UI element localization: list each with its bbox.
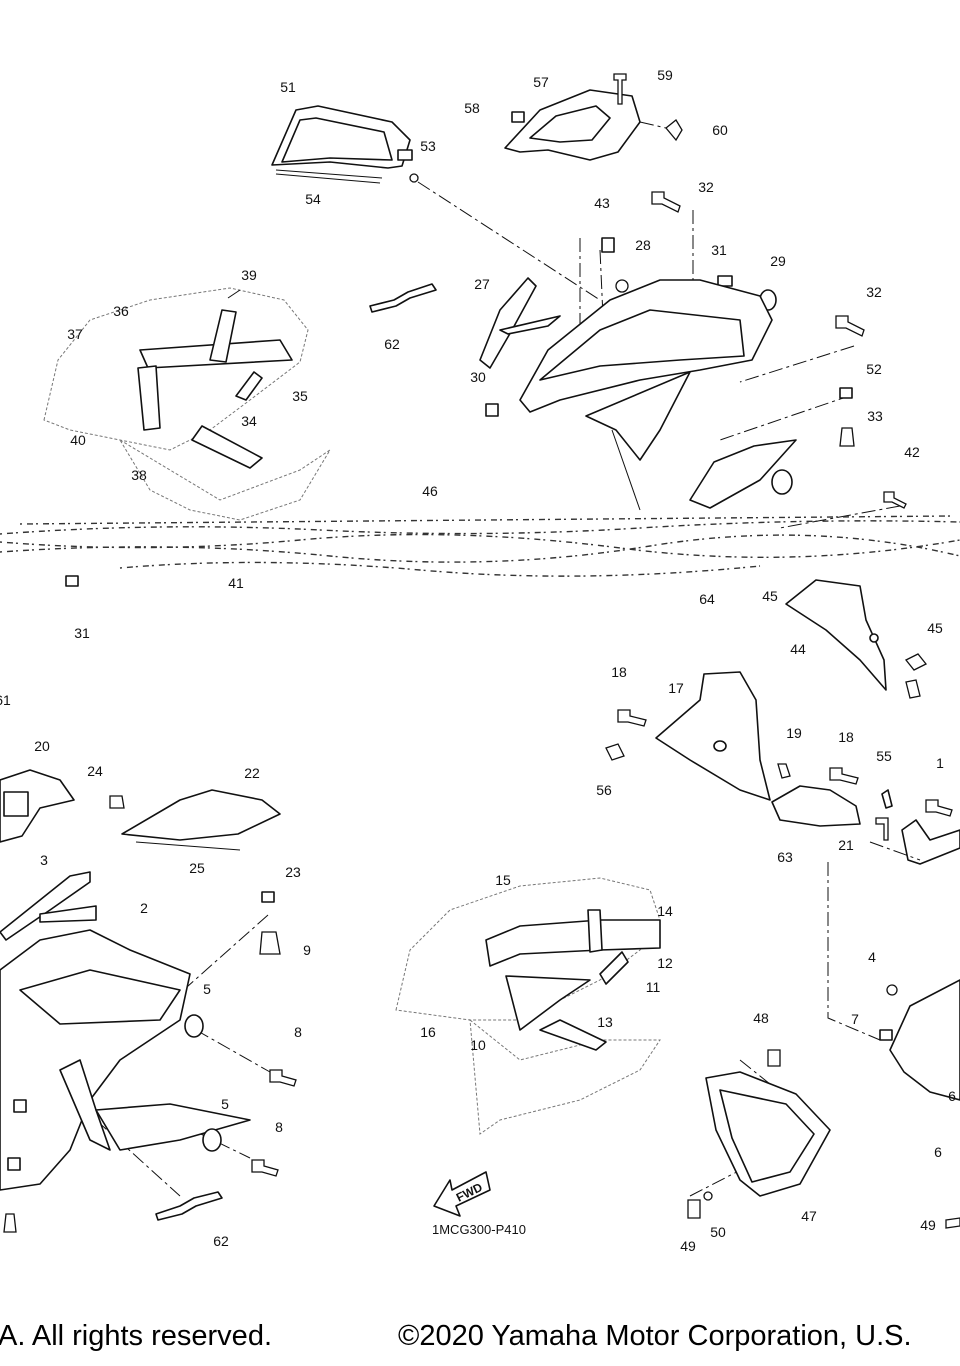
main-side-cowling bbox=[0, 929, 297, 1233]
callout-46: 46 bbox=[422, 483, 438, 499]
callout-5: 5 bbox=[221, 1096, 229, 1112]
callout-42: 42 bbox=[904, 444, 920, 460]
diagram-reference-code: 1MCG300-P410 bbox=[432, 1222, 526, 1237]
callout-62: 62 bbox=[213, 1233, 229, 1249]
copyright-left: A. All rights reserved. bbox=[0, 1320, 272, 1352]
right-cowling-edge bbox=[879, 979, 960, 1229]
callout-48: 48 bbox=[753, 1010, 769, 1026]
callout-57: 57 bbox=[533, 74, 549, 90]
callout-43: 43 bbox=[594, 195, 610, 211]
callout-61: 61 bbox=[0, 692, 11, 708]
callout-4: 4 bbox=[868, 949, 876, 965]
callout-15: 15 bbox=[495, 872, 511, 888]
tail-light-lens bbox=[271, 105, 419, 184]
callout-51: 51 bbox=[280, 79, 296, 95]
callout-56: 56 bbox=[596, 782, 612, 798]
callout-1: 1 bbox=[936, 755, 944, 771]
tail-light-lower bbox=[0, 769, 281, 955]
forward-arrow-icon: FWD bbox=[433, 1171, 491, 1217]
callout-45: 45 bbox=[762, 588, 778, 604]
torn-page-band bbox=[0, 515, 960, 577]
callout-22: 22 bbox=[244, 765, 260, 781]
callout-11: 11 bbox=[646, 979, 661, 995]
callout-52: 52 bbox=[866, 361, 882, 377]
callout-19: 19 bbox=[786, 725, 802, 741]
callout-21: 21 bbox=[838, 837, 854, 853]
callout-14: 14 bbox=[657, 903, 673, 919]
callout-31: 31 bbox=[74, 625, 90, 641]
inner-panel-44 bbox=[785, 579, 928, 699]
callout-9: 9 bbox=[303, 942, 311, 958]
callout-23: 23 bbox=[285, 864, 301, 880]
callout-40: 40 bbox=[70, 432, 86, 448]
lower-cowling-outline bbox=[395, 877, 661, 1135]
callout-49: 49 bbox=[920, 1217, 936, 1233]
callout-58: 58 bbox=[464, 100, 480, 116]
seal-strip-lower bbox=[155, 1191, 223, 1221]
callout-6: 6 bbox=[934, 1144, 942, 1160]
callout-60: 60 bbox=[712, 122, 728, 138]
callout-10: 10 bbox=[470, 1037, 486, 1053]
callout-8: 8 bbox=[275, 1119, 283, 1135]
clip-31 bbox=[65, 575, 79, 587]
callout-25: 25 bbox=[189, 860, 205, 876]
seal-strip-upper bbox=[369, 283, 437, 313]
callout-33: 33 bbox=[867, 408, 883, 424]
callout-32: 32 bbox=[698, 179, 714, 195]
callout-50: 50 bbox=[710, 1224, 726, 1240]
callout-62: 62 bbox=[384, 336, 400, 352]
callout-8: 8 bbox=[294, 1024, 302, 1040]
upper-cowling-outline bbox=[43, 287, 331, 521]
callout-13: 13 bbox=[597, 1014, 613, 1030]
callout-16: 16 bbox=[420, 1024, 436, 1040]
callout-5: 5 bbox=[203, 981, 211, 997]
tail-light-bracket bbox=[504, 73, 683, 161]
callout-55: 55 bbox=[876, 748, 892, 764]
deflector-47 bbox=[687, 1049, 831, 1219]
callout-6: 6 bbox=[948, 1088, 956, 1104]
callout-53: 53 bbox=[420, 138, 436, 154]
callout-3: 3 bbox=[40, 852, 48, 868]
copyright-right: ©2020 Yamaha Motor Corporation, U.S. bbox=[398, 1320, 912, 1352]
callout-39: 39 bbox=[241, 267, 257, 283]
callout-59: 59 bbox=[657, 67, 673, 83]
callout-37: 37 bbox=[67, 326, 83, 342]
mounting-bracket-17 bbox=[605, 671, 960, 865]
callout-7: 7 bbox=[851, 1011, 859, 1027]
callout-2: 2 bbox=[140, 900, 148, 916]
callout-54: 54 bbox=[305, 191, 321, 207]
callout-30: 30 bbox=[470, 369, 486, 385]
callout-28: 28 bbox=[635, 237, 651, 253]
callout-31: 31 bbox=[711, 242, 727, 258]
callout-20: 20 bbox=[34, 738, 50, 754]
callout-24: 24 bbox=[87, 763, 103, 779]
callout-64: 64 bbox=[699, 591, 715, 607]
callout-35: 35 bbox=[292, 388, 308, 404]
callout-18: 18 bbox=[838, 729, 854, 745]
callout-29: 29 bbox=[770, 253, 786, 269]
callout-47: 47 bbox=[801, 1208, 817, 1224]
callout-36: 36 bbox=[113, 303, 129, 319]
callout-32: 32 bbox=[866, 284, 882, 300]
callout-27: 27 bbox=[474, 276, 490, 292]
callout-17: 17 bbox=[668, 680, 684, 696]
callout-18: 18 bbox=[611, 664, 627, 680]
callout-38: 38 bbox=[131, 467, 147, 483]
callout-63: 63 bbox=[777, 849, 793, 865]
callout-34: 34 bbox=[241, 413, 257, 429]
callout-49: 49 bbox=[680, 1238, 696, 1254]
upper-side-cover bbox=[479, 277, 797, 511]
callout-12: 12 bbox=[657, 955, 673, 971]
callout-45: 45 bbox=[927, 620, 943, 636]
callout-41: 41 bbox=[228, 575, 244, 591]
callout-44: 44 bbox=[790, 641, 806, 657]
